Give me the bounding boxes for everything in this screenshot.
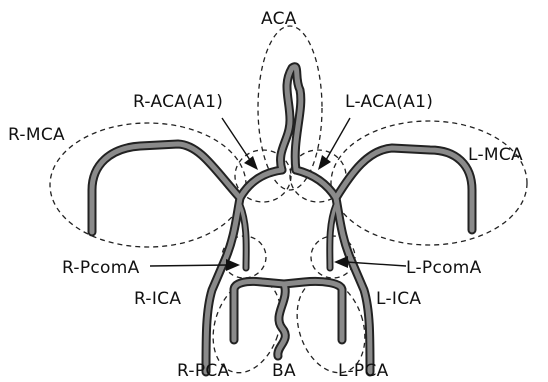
- l-aca-a1-pointer: [326, 118, 350, 160]
- label-ba: BA: [272, 361, 296, 381]
- label-l-ica: L-ICA: [376, 289, 421, 309]
- pointer-arrows: [150, 118, 406, 271]
- label-l-mca: L-MCA: [468, 145, 523, 165]
- l-pcoma-arrowhead: [334, 256, 348, 268]
- label-r-ica: R-ICA: [134, 289, 181, 309]
- l-aca-a1-arrowhead: [318, 155, 331, 170]
- label-l-pca: L-PCA: [338, 361, 389, 381]
- label-aca: ACA: [261, 9, 297, 29]
- label-r-pcoma: R-PcomA: [62, 258, 140, 278]
- r-pcoma-arrowhead: [226, 259, 240, 271]
- r-aca-a1-pointer: [222, 118, 250, 160]
- vessel-fills: [92, 67, 472, 372]
- r-aca-a1-arrowhead: [244, 156, 258, 170]
- labels: ACA R-ACA(A1) L-ACA(A1) R-MCA L-MCA R-Pc…: [8, 9, 523, 381]
- label-l-pcoma: L-PcomA: [406, 258, 482, 278]
- label-r-aca-a1: R-ACA(A1): [133, 92, 223, 112]
- r-pcoma-pointer: [150, 265, 228, 266]
- label-r-mca: R-MCA: [8, 125, 65, 145]
- label-r-pca: R-PCA: [177, 361, 230, 381]
- label-l-aca-a1: L-ACA(A1): [345, 92, 433, 112]
- l-mca-region: [331, 121, 527, 245]
